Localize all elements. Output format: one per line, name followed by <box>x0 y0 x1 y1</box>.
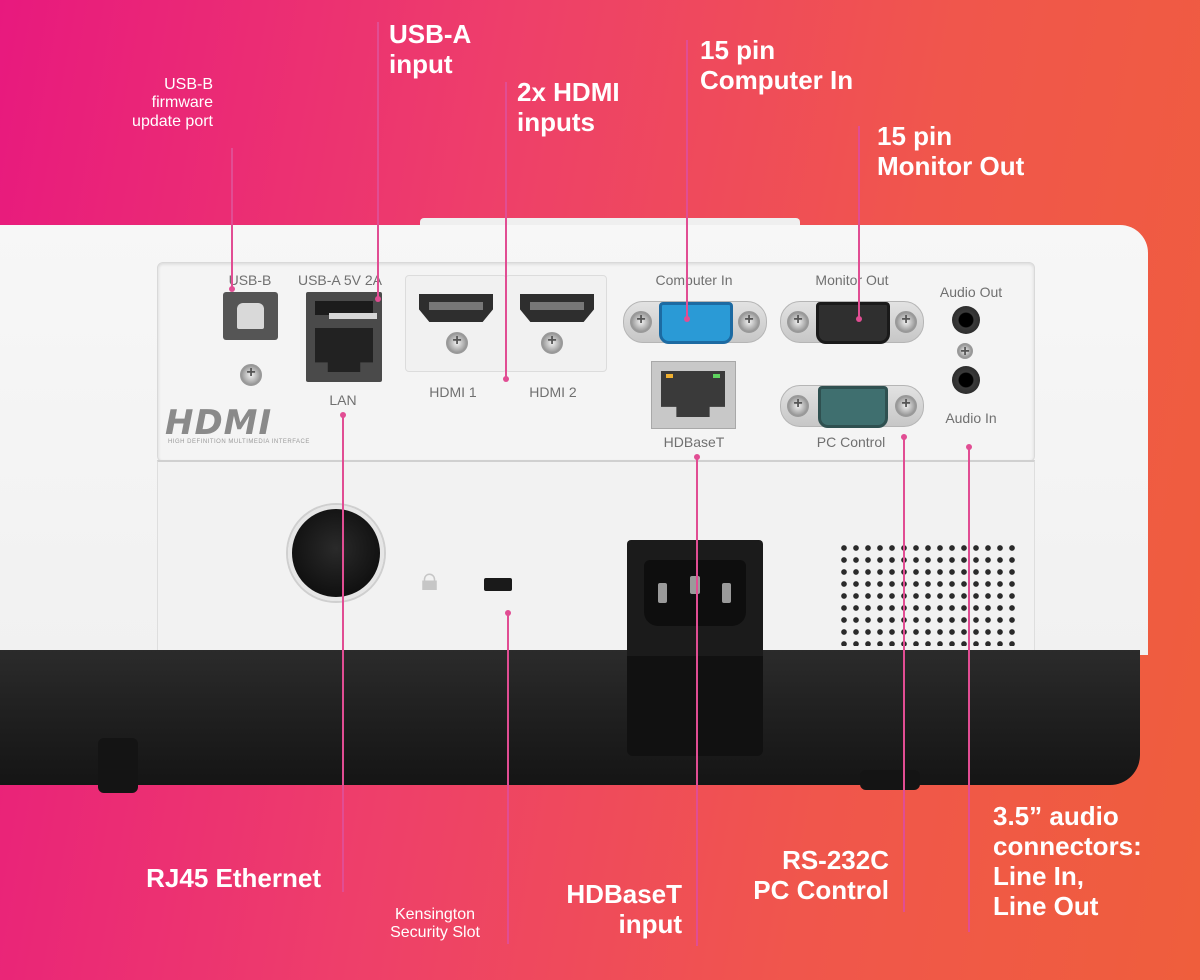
hdmi1-port-label: HDMI 1 <box>429 384 477 400</box>
leader-dot <box>503 376 509 382</box>
usb-b-callout: USB-B firmware update port <box>132 76 213 130</box>
projector-foot <box>98 738 138 793</box>
lan-port <box>315 328 373 372</box>
rs232-callout: RS-232C PC Control <box>753 845 889 905</box>
kensington-slot <box>484 578 512 591</box>
usb-a-port-label: USB-A 5V 2A <box>297 272 383 288</box>
computer-in-callout: 15 pin Computer In <box>700 35 854 95</box>
rs232-port <box>818 386 888 428</box>
computer-in-port-label: Computer In <box>655 272 733 288</box>
usb-a-callout: USB-A input <box>389 19 472 79</box>
hdbaset-leader-line <box>696 456 698 946</box>
leader-dot <box>694 454 700 460</box>
leader-dot <box>901 434 907 440</box>
hdbaset-led-green <box>713 374 720 378</box>
monitor-out-port-label: Monitor Out <box>815 272 889 288</box>
leader-dot <box>684 316 690 322</box>
leader-dot <box>856 316 862 322</box>
usb-a-leader-line <box>377 22 379 298</box>
vga-computer-in-port <box>659 302 733 344</box>
audio-callout: 3.5” audio connectors: Line In, Line Out <box>993 801 1142 921</box>
power-pin <box>722 583 731 603</box>
rj45-leader-line <box>342 414 344 892</box>
screw-icon <box>957 343 973 361</box>
kensington-callout: Kensington Security Slot <box>390 906 480 942</box>
usb-b-port <box>223 292 278 340</box>
audio-in-port-label: Audio In <box>945 410 997 426</box>
leader-dot <box>505 610 511 616</box>
vga-monitor-out-port <box>816 302 890 344</box>
leader-dot <box>375 296 381 302</box>
hdmi2-recess <box>505 275 607 372</box>
screw-icon <box>446 332 468 354</box>
screw-icon <box>240 364 262 386</box>
adjustment-knob <box>288 505 384 601</box>
hdbaset-port <box>651 361 736 429</box>
vent-grille <box>838 542 1018 646</box>
power-pin <box>690 576 700 594</box>
audio-leader-line <box>968 446 970 932</box>
leader-dot <box>966 444 972 450</box>
computer-in-leader-line <box>686 40 688 318</box>
screw-icon <box>738 311 760 333</box>
leader-dot <box>229 286 235 292</box>
monitor-out-leader-line <box>858 126 860 318</box>
hdmi2-port-label: HDMI 2 <box>529 384 577 400</box>
hdmi2-port <box>520 294 594 322</box>
audio-in-jack <box>952 366 980 394</box>
usb-b-leader-line <box>231 148 233 288</box>
usb-b-port-label: USB-B <box>228 272 272 288</box>
hdbaset-port-label: HDBaseT <box>663 434 725 450</box>
screw-icon <box>895 311 917 333</box>
monitor-out-callout: 15 pin Monitor Out <box>877 121 1025 181</box>
leader-dot <box>340 412 346 418</box>
pc-control-port-label: PC Control <box>816 434 886 450</box>
screw-icon <box>541 332 563 354</box>
rs232-leader-line <box>903 436 905 912</box>
screw-icon <box>895 395 917 417</box>
usb-a-port <box>315 301 377 319</box>
hdmi-logo-subtext: HIGH DEFINITION MULTIMEDIA INTERFACE <box>168 439 310 445</box>
screw-icon <box>787 395 809 417</box>
audio-out-jack <box>952 306 980 334</box>
screw-icon <box>787 311 809 333</box>
hdmi-callout: 2x HDMI inputs <box>517 77 620 137</box>
power-cable-channel <box>627 656 763 756</box>
hdmi-leader-line <box>505 82 507 378</box>
hdmi1-port <box>419 294 493 322</box>
projector-foot <box>860 770 920 790</box>
projector-top-ridge <box>420 218 800 228</box>
hdmi-logo: HDMI <box>165 403 273 443</box>
hdmi1-recess <box>405 275 507 372</box>
audio-out-port-label: Audio Out <box>939 284 1003 300</box>
usb-a-lan-block <box>306 292 382 382</box>
lock-icon: 🔒︎ <box>421 561 439 597</box>
hdbaset-callout: HDBaseT input <box>566 879 682 939</box>
lan-port-label: LAN <box>329 392 357 408</box>
kensington-leader-line <box>507 612 509 944</box>
hdbaset-led-amber <box>666 374 673 378</box>
screw-icon <box>630 311 652 333</box>
power-pin <box>658 583 667 603</box>
projector-base <box>0 650 1140 785</box>
rj45-callout: RJ45 Ethernet <box>146 863 321 893</box>
